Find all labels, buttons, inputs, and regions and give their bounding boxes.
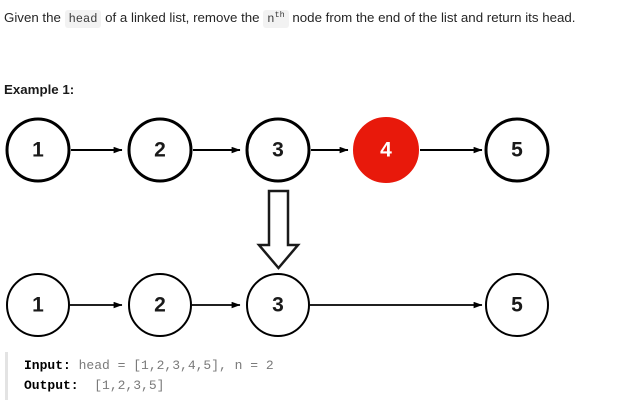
- output-line: Output: [1,2,3,5]: [24, 376, 620, 396]
- node-2-after-label: 2: [154, 294, 166, 317]
- before-list-row: 1 2 3 4 5: [5, 117, 550, 183]
- node-5-label: 5: [511, 139, 523, 162]
- node-4-label: 4: [380, 139, 392, 162]
- node-3: 3: [245, 117, 311, 183]
- node-2-after: 2: [128, 273, 192, 337]
- node-5-after-label: 5: [511, 294, 523, 317]
- node-1-label: 1: [32, 139, 44, 162]
- example-heading: Example 1:: [4, 82, 75, 97]
- code-token-n-label: n: [267, 12, 275, 26]
- problem-statement: Given the head of a linked list, remove …: [4, 8, 622, 29]
- input-line: Input: head = [1,2,3,4,5], n = 2: [24, 356, 620, 376]
- node-5: 5: [484, 117, 550, 183]
- node-1: 1: [5, 117, 71, 183]
- output-label: Output:: [24, 378, 79, 393]
- node-1-after-label: 1: [32, 294, 44, 317]
- example-io-block: Input: head = [1,2,3,4,5], n = 2 Output:…: [5, 352, 620, 400]
- node-1-after: 1: [6, 273, 70, 337]
- node-5-after: 5: [485, 273, 549, 337]
- linked-list-diagram: 1 2 3 4 5: [0, 105, 626, 345]
- node-3-after-label: 3: [272, 294, 284, 317]
- input-value: head = [1,2,3,4,5], n = 2: [70, 358, 274, 373]
- output-value: [1,2,3,5]: [78, 378, 165, 393]
- code-token-th-superscript: th: [274, 10, 285, 20]
- node-3-label: 3: [272, 139, 284, 162]
- problem-text-segment-3: node from the end of the list and return…: [288, 10, 576, 25]
- code-token-head-label: head: [68, 12, 98, 26]
- input-label: Input:: [24, 358, 71, 373]
- node-2-label: 2: [154, 139, 166, 162]
- node-3-after: 3: [246, 273, 310, 337]
- node-4-highlighted: 4: [353, 117, 419, 183]
- code-token-nth: nth: [263, 10, 289, 28]
- code-token-head: head: [64, 10, 102, 28]
- transform-down-arrow-icon: [256, 189, 301, 270]
- node-2: 2: [127, 117, 193, 183]
- problem-text-segment-2: of a linked list, remove the: [101, 10, 264, 25]
- after-list-row: 1 2 3 5: [6, 273, 549, 337]
- problem-text-segment-1: Given the: [4, 10, 65, 25]
